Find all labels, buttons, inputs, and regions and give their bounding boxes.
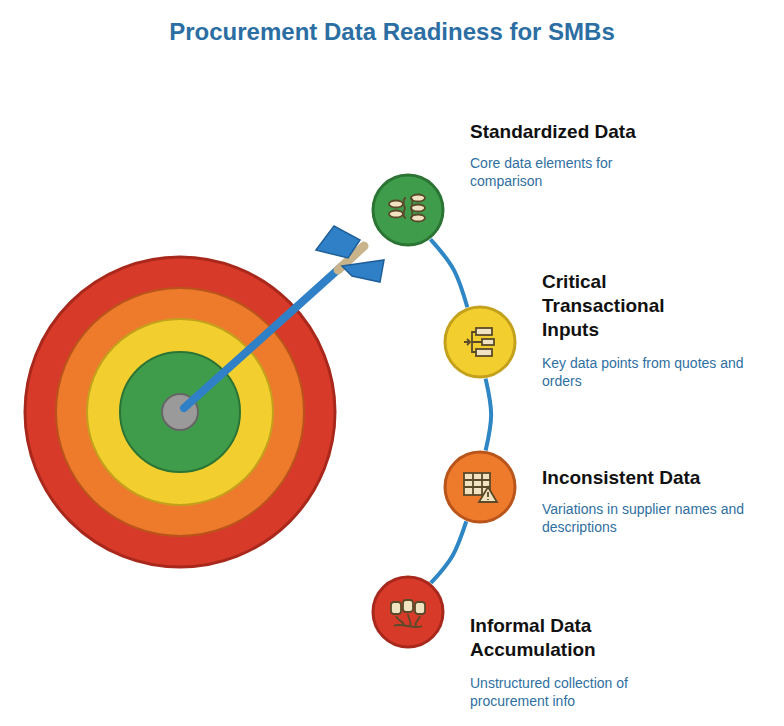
stage-circle [371,173,445,247]
stage-description: Variations in supplier names and descrip… [542,500,757,536]
stage-icon [389,195,425,222]
stage-icon [464,473,497,502]
stage-icon [464,328,494,356]
stage-node: Standardized DataCore data elements for … [371,173,445,247]
stage-circle [443,450,517,524]
stage-icon [391,600,425,627]
curved-connector [486,379,492,451]
stage-node: Critical Transactional InputsKey data po… [443,305,517,379]
stage-circle [443,305,517,379]
stage-heading: Informal Data Accumulation [470,614,640,662]
stage-heading: Standardized Data [470,120,700,144]
curved-connector [431,239,468,307]
stage-circle [371,575,445,649]
stage-node: Informal Data AccumulationUnstructured c… [371,575,445,649]
stage-description: Core data elements for comparison [470,154,670,190]
stage-description: Key data points from quotes and orders [542,354,757,390]
stage-heading: Critical Transactional Inputs [542,270,702,342]
stage-node: Inconsistent DataVariations in supplier … [443,450,517,524]
stage-heading: Inconsistent Data [542,466,757,490]
stage-description: Unstructured collection of procurement i… [470,674,690,710]
diagram-title: Procurement Data Readiness for SMBs [0,18,784,46]
curved-connector [431,521,466,583]
